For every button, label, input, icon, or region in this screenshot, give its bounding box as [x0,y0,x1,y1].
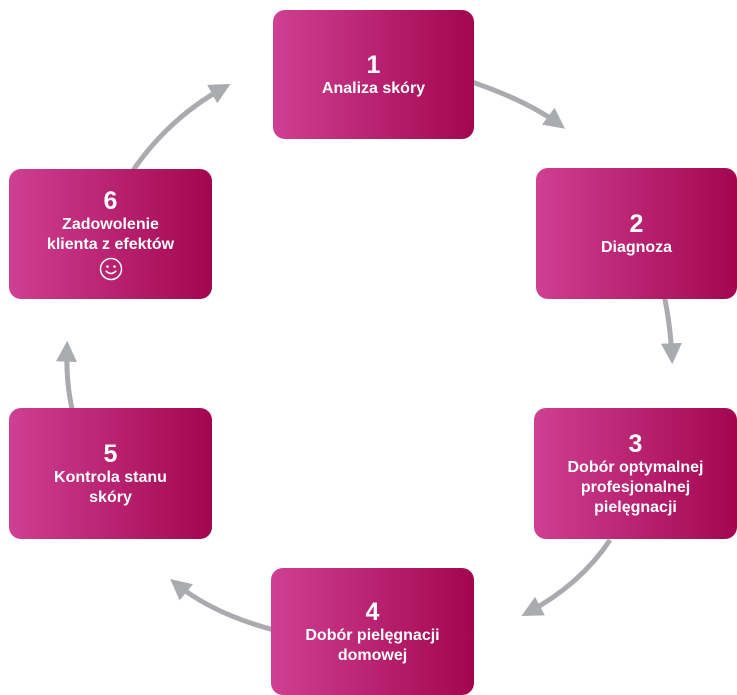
step-4-number: 4 [365,597,380,626]
step-2-box: 2 Diagnoza [536,168,737,299]
step-5-label: Kontrola stanu skóry [54,468,167,506]
step-4-label: Dobór pielęgnacji domowej [305,626,440,664]
step-6-box: 6 Zadowolenie klienta z efektów [9,169,212,299]
step-2-number: 2 [629,209,644,238]
step-1-number: 1 [366,50,381,79]
step-1-label: Analiza skóry [321,79,426,97]
arrow-6-to-1 [125,83,231,180]
step-3-box: 3 Dobór optymalnej profesjonalnej pielęg… [534,408,737,539]
step-5-number: 5 [103,439,118,468]
step-3-number: 3 [628,429,643,458]
step-3-label: Dobór optymalnej profesjonalnej pielęgna… [567,458,704,516]
step-6-label: Zadowolenie klienta z efektów [46,216,175,253]
step-6-number: 6 [103,187,118,215]
arrow-3-to-4 [521,538,613,616]
step-5-box: 5 Kontrola stanu skóry [9,408,212,539]
smiley-icon [99,257,123,281]
step-1-box: 1 Analiza skóry [273,10,474,139]
step-2-label: Diagnoza [600,238,673,256]
step-4-box: 4 Dobór pielęgnacji domowej [271,568,474,695]
